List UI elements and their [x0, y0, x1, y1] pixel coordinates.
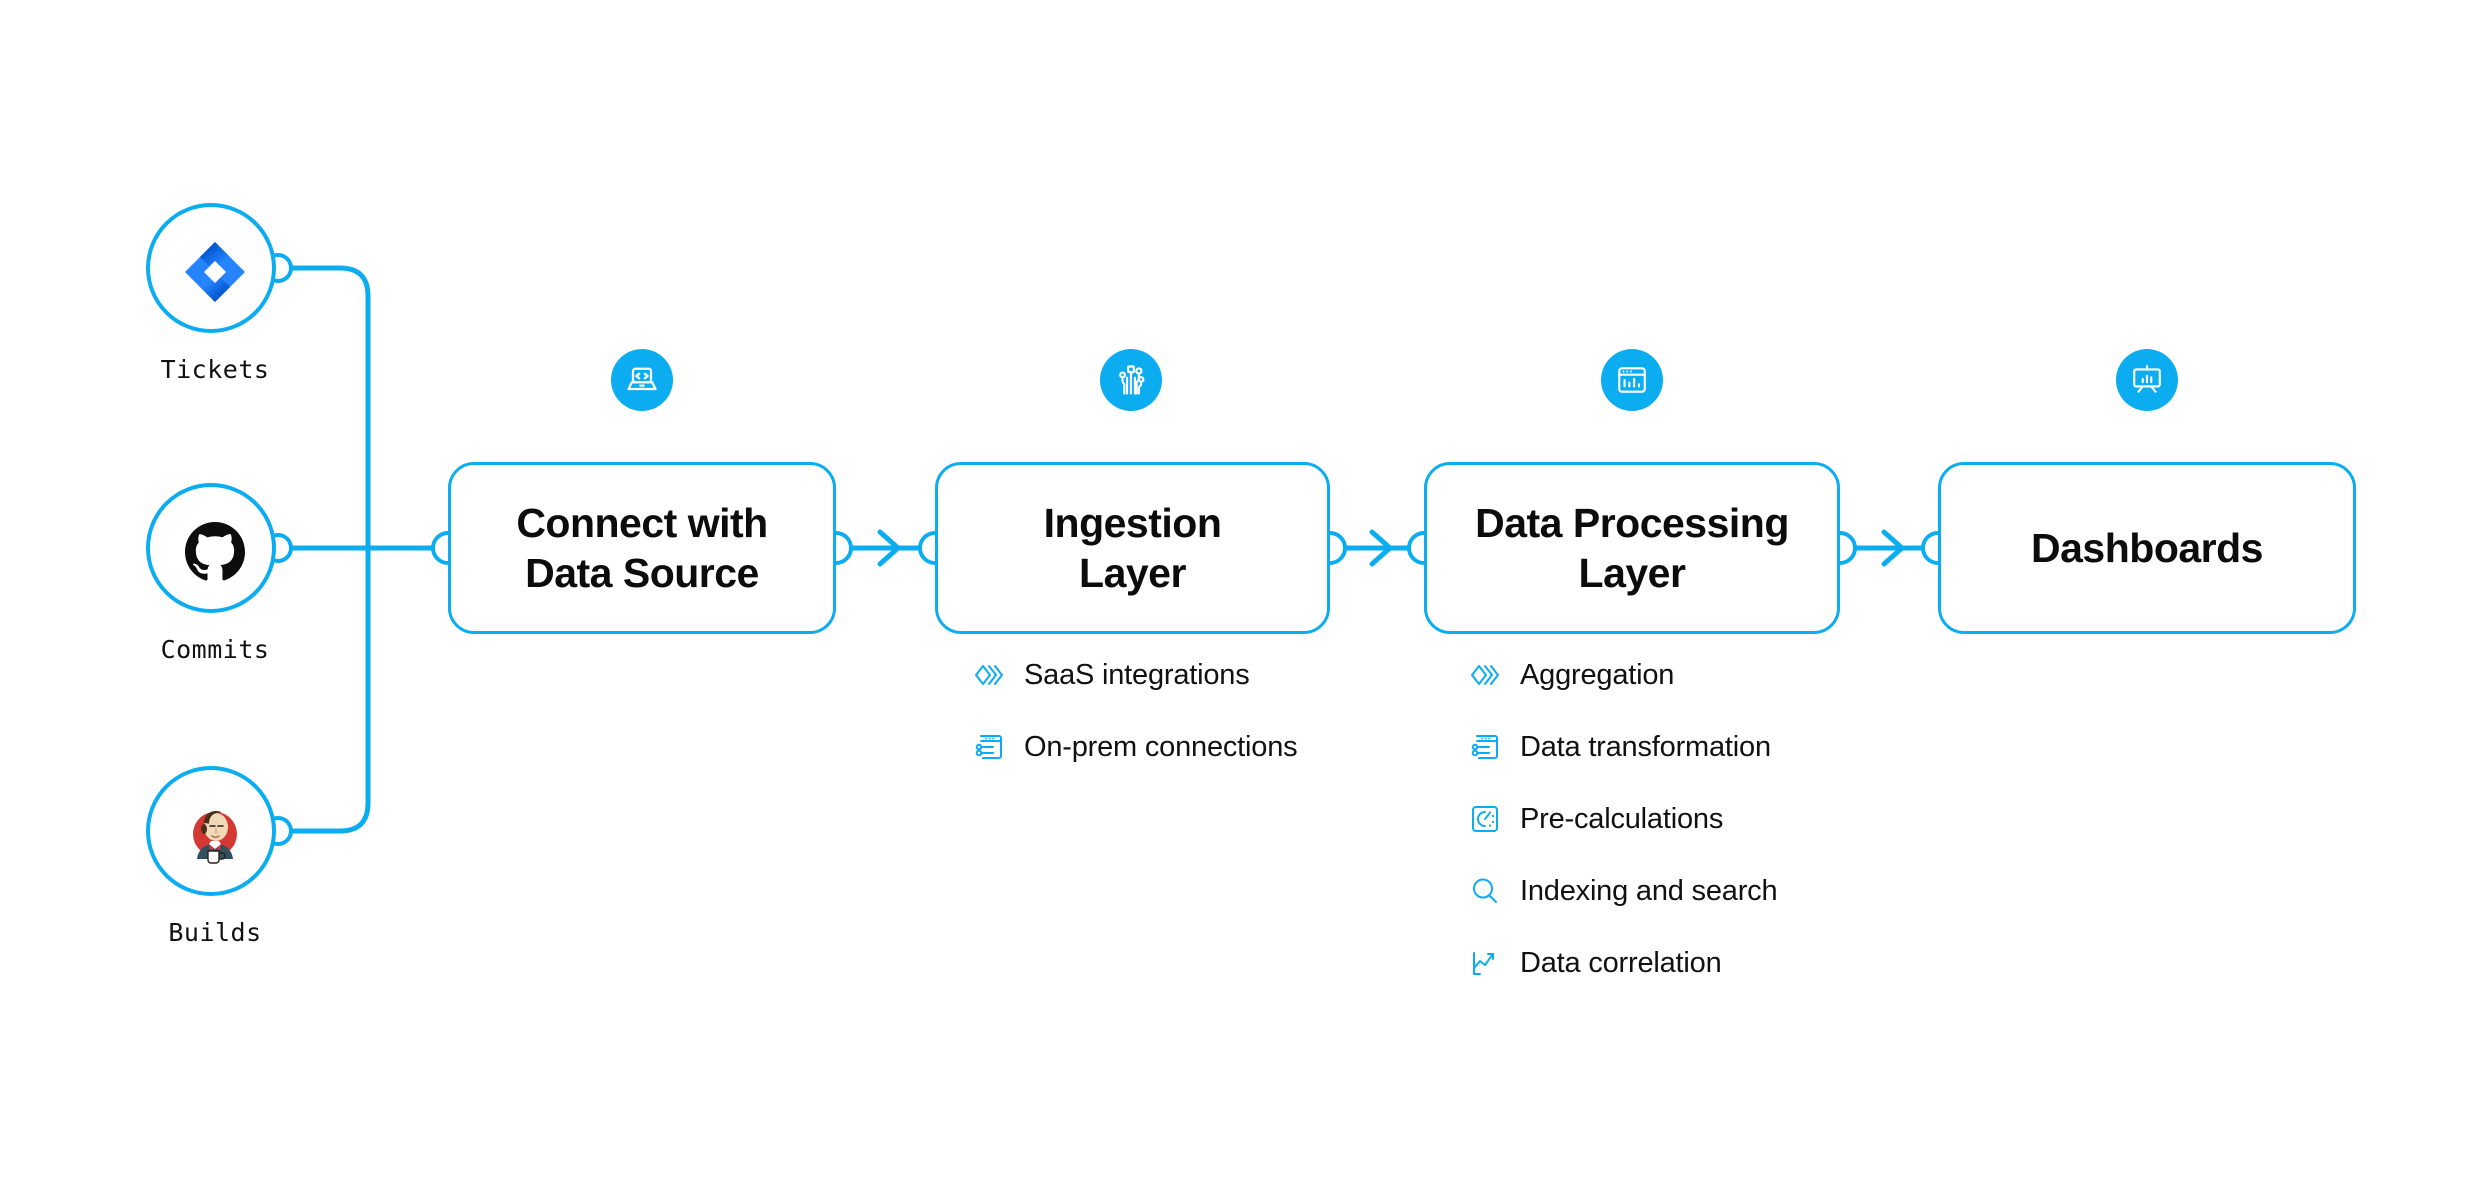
- jenkins-logo: [180, 800, 250, 870]
- line-chart-icon: [1468, 946, 1502, 980]
- stage-title: Ingestion Layer: [1030, 498, 1236, 598]
- stage-box-dashboards[interactable]: Dashboards: [1938, 462, 2356, 634]
- list-item[interactable]: Indexing and search: [1468, 868, 1778, 914]
- stage-title-line2: Data Source: [525, 550, 759, 596]
- feature-label: Data transformation: [1520, 730, 1771, 763]
- list-item[interactable]: Data transformation: [1468, 724, 1777, 770]
- source-label-commits: Commits: [160, 635, 270, 664]
- jira-logo: [180, 237, 250, 307]
- laptop-code-icon: [611, 349, 673, 411]
- processing-feature-list: Aggregation Data transformation: [1468, 652, 1778, 1012]
- arrowhead-1: [877, 529, 901, 567]
- server-sliders-icon: [972, 730, 1006, 764]
- ingestion-feature-list: SaaS integrations On-prem connections: [972, 652, 1298, 796]
- stage-title-line1: Connect with: [516, 499, 768, 546]
- source-label-builds: Builds: [168, 918, 262, 947]
- github-logo: [180, 517, 250, 587]
- list-item[interactable]: Data correlation: [1468, 940, 1777, 986]
- feature-label: On-prem connections: [1024, 730, 1298, 763]
- gauge-square-icon: [1468, 802, 1502, 836]
- stage-box-data-processing-layer[interactable]: Data Processing Layer: [1424, 462, 1840, 634]
- stage-title-line1: Ingestion: [1043, 499, 1222, 546]
- feature-label: SaaS integrations: [1024, 658, 1250, 691]
- wire-tickets: [287, 265, 371, 551]
- circuit-node-icon: [1100, 349, 1162, 411]
- source-node-builds[interactable]: Builds: [146, 766, 284, 947]
- presentation-chart-icon: [2116, 349, 2178, 411]
- feature-label: Indexing and search: [1520, 874, 1778, 907]
- server-sliders-icon: [1468, 730, 1502, 764]
- stage-title: Data Processing Layer: [1461, 498, 1803, 598]
- source-ring: [146, 483, 276, 613]
- source-label-tickets: Tickets: [160, 355, 270, 384]
- chevrons-stack-icon: [972, 658, 1006, 692]
- list-item[interactable]: Pre-calculations: [1468, 796, 1777, 842]
- stage-title-line1: Dashboards: [2031, 524, 2263, 571]
- source-node-commits[interactable]: Commits: [146, 483, 284, 664]
- window-chart-icon: [1601, 349, 1663, 411]
- arrowhead-2: [1369, 529, 1393, 567]
- stage-box-ingestion-layer[interactable]: Ingestion Layer: [935, 462, 1330, 634]
- stage-title-line2: Layer: [1079, 550, 1186, 596]
- arrowhead-3: [1881, 529, 1905, 567]
- list-item[interactable]: SaaS integrations: [972, 652, 1297, 698]
- feature-label: Aggregation: [1520, 658, 1675, 691]
- list-item[interactable]: On-prem connections: [972, 724, 1298, 770]
- source-ring: [146, 203, 276, 333]
- list-item[interactable]: Aggregation: [1468, 652, 1777, 698]
- stage-title-line1: Data Processing: [1475, 499, 1789, 546]
- feature-label: Data correlation: [1520, 946, 1722, 979]
- stage-title: Connect with Data Source: [502, 498, 781, 598]
- feature-label: Pre-calculations: [1520, 802, 1724, 835]
- source-node-tickets[interactable]: Tickets: [146, 203, 284, 384]
- chevrons-stack-icon: [1468, 658, 1502, 692]
- stage-title: Dashboards: [2017, 523, 2277, 573]
- wire-builds: [287, 545, 371, 834]
- stage-box-connect-with-data-source[interactable]: Connect with Data Source: [448, 462, 836, 634]
- magnifier-icon: [1468, 874, 1502, 908]
- stage-title-line2: Layer: [1578, 550, 1686, 596]
